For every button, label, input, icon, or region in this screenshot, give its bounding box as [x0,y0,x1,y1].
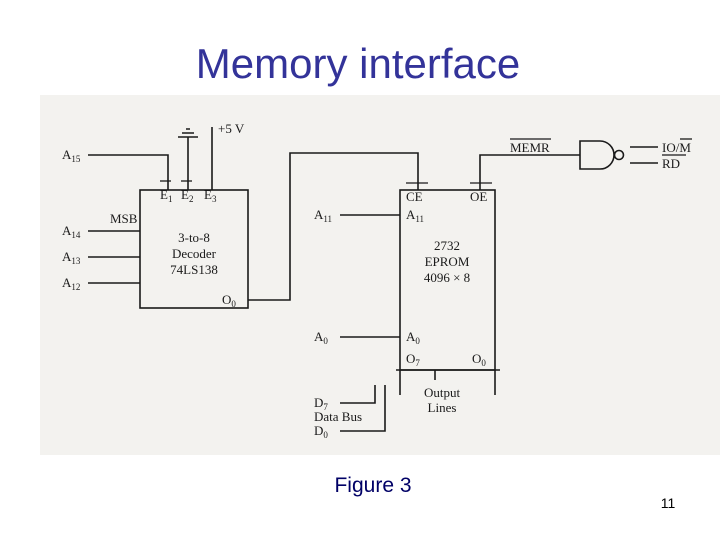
overbars [160,138,692,184]
pin-e1-subscript: 1 [168,194,173,204]
slide-title: Memory interface [0,40,720,88]
d0-label: D0 [314,423,328,440]
rd-label: RD [662,156,680,171]
decoder-line-1: 3-to-8 [178,230,210,245]
pin-e1-label: E1 [160,187,172,204]
input-a15-letter: A [62,147,72,162]
ce-label: CE [406,189,423,204]
pin-e3-label: E3 [204,187,217,204]
msb-label: MSB [110,211,138,226]
d0-letter: D [314,423,323,438]
d7-subscript: 7 [323,402,328,412]
input-a14-subscript: 14 [71,230,81,240]
addr-a0-letter: A [314,329,324,344]
eprom-line-3: 4096 × 8 [424,270,470,285]
input-a13-subscript: 13 [71,256,81,266]
pin-e2-letter: E [181,187,189,202]
input-a12-letter: A [62,275,72,290]
decoder-output-label: O0 [222,292,236,309]
pin-e3-subscript: 3 [212,194,217,204]
input-a12-subscript: 12 [71,282,80,292]
addr-a11-letter: A [314,207,324,222]
decoder-line-3: 74LS138 [170,262,218,277]
o0-to-ce-wire [248,152,419,301]
eprom-a11-letter: A [406,207,416,222]
addr-a11-subscript: 11 [323,214,332,224]
pin-e2-subscript: 2 [189,194,194,204]
eprom-line-2: EPROM [425,254,470,269]
slide-title-text: Memory interface [195,40,521,87]
eprom-o7-letter: O [406,351,415,366]
eprom-o0-subscript: 0 [481,358,486,368]
wiring [88,127,658,432]
addr-a11-label: A11 [314,207,332,224]
d7-wire [340,385,376,404]
decoder-box [139,189,249,309]
power-label: +5 V [218,121,245,136]
d0-subscript: 0 [323,430,328,440]
eprom-o7-subscript: 7 [415,358,420,368]
eprom-a11-subscript: 11 [415,214,424,224]
d7-label: D7 [314,395,328,412]
iom-label: IO/M [662,140,691,155]
nand-bubble [613,149,625,161]
input-a14-letter: A [62,223,72,238]
labels: +5 V A15 MSB A14 A13 A12 E1 E2 E3 3-to-8… [62,121,691,440]
decoder-output-subscript: 0 [231,299,236,309]
pin-e2-label: E2 [181,187,193,204]
eprom-a0-label: A0 [406,329,420,346]
oe-label: OE [470,189,487,204]
memr-label: MEMR [510,140,550,155]
output-lines-label-2: Lines [428,400,457,415]
input-a13-letter: A [62,249,72,264]
d0-wire [340,385,386,432]
eprom-a0-letter: A [406,329,416,344]
page-number: 11 [660,495,676,511]
data-bus-label: Data Bus [314,409,362,424]
decoder-output-letter: O [222,292,231,307]
output-lines-label-1: Output [424,385,461,400]
eprom-a11-label: A11 [406,207,424,224]
decoder-line-2: Decoder [172,246,217,261]
addr-a0-subscript: 0 [323,336,328,346]
eprom-o7-label: O7 [406,351,420,368]
eprom-o0-letter: O [472,351,481,366]
input-a13-label: A13 [62,249,81,266]
eprom-line-1: 2732 [434,238,460,253]
input-a15-label: A15 [62,147,81,164]
eprom-o0-label: O0 [472,351,486,368]
input-a14-label: A14 [62,223,81,240]
oe-to-memr-wire [479,154,580,190]
d7-letter: D [314,395,323,410]
eprom-a0-subscript: 0 [415,336,420,346]
input-a15-subscript: 15 [71,154,81,164]
scan-background [40,95,720,455]
a15-wire [88,154,169,190]
schematic-diagram: +5 V A15 MSB A14 A13 A12 E1 E2 E3 3-to-8… [40,95,720,455]
ground-symbol [178,128,198,138]
pin-e3-letter: E [204,187,212,202]
pin-e1-letter: E [160,187,168,202]
figure-caption: Figure 3 [334,474,412,497]
addr-a0-label: A0 [314,329,328,346]
input-a12-label: A12 [62,275,80,292]
